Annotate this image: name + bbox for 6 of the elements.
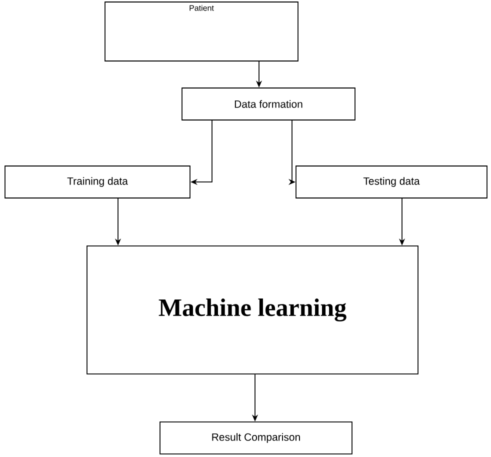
process-box: Data formation	[182, 88, 356, 120]
process-box: Testing data	[296, 166, 488, 198]
process-box: Patient	[104, 2, 298, 62]
process-box: Result Comparison	[160, 422, 352, 454]
process-box: Machine learning	[86, 246, 418, 374]
process-box: Training data	[4, 166, 190, 198]
